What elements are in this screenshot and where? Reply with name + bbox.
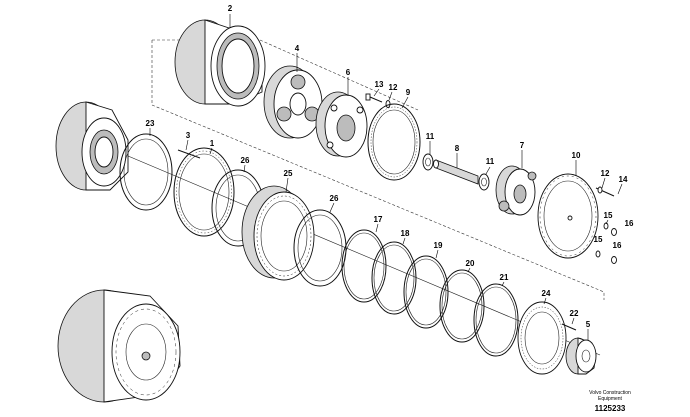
callout-16-lower: 16 — [613, 241, 622, 250]
callout-21: 21 — [500, 273, 509, 282]
part-21-ring — [473, 283, 519, 357]
part-15-16-fittings — [595, 222, 617, 264]
callout-12: 12 — [389, 83, 398, 92]
callout-26-left: 26 — [241, 156, 250, 165]
callout-7: 7 — [520, 141, 525, 150]
part-12-washer — [385, 100, 391, 108]
callout-12-right: 12 — [601, 169, 610, 178]
part-17-ring — [341, 229, 387, 303]
part-18-ring — [371, 241, 417, 315]
part-19-ring — [403, 255, 449, 329]
callout-1: 1 — [210, 139, 215, 148]
callout-16-upper: 16 — [625, 219, 634, 228]
callout-11-left: 11 — [426, 132, 435, 141]
part-23-seal-ring — [119, 133, 173, 211]
callout-6: 6 — [346, 68, 351, 77]
part-11-gear-right — [478, 173, 490, 191]
callout-18: 18 — [401, 229, 410, 238]
callout-9: 9 — [406, 88, 411, 97]
callout-8: 8 — [455, 144, 460, 153]
part-11-gear-left — [422, 153, 434, 171]
callout-10: 10 — [572, 151, 581, 160]
part-5-sun-gear — [565, 337, 597, 375]
callout-17: 17 — [374, 215, 383, 224]
part-10-cover — [537, 173, 599, 259]
callout-26-right: 26 — [330, 194, 339, 203]
assembled-final-drive — [57, 289, 181, 403]
part-4-planet-carrier — [263, 65, 323, 139]
callout-15-upper: 15 — [604, 211, 613, 220]
drawing-number: 1125233 — [594, 404, 626, 413]
part-12-14-bolt-right — [595, 186, 615, 197]
part-26-seal-right — [293, 209, 347, 287]
part-22-pin — [561, 323, 577, 331]
callout-22: 22 — [570, 309, 579, 318]
part-24-bearing — [517, 301, 567, 375]
part-1-bearing — [173, 147, 235, 237]
part-8-shaft — [433, 159, 479, 185]
part-6-gear-carrier — [315, 91, 368, 158]
assembly-outline — [151, 39, 605, 300]
leader-lines — [149, 14, 623, 340]
callout-15-lower: 15 — [594, 235, 603, 244]
callout-20: 20 — [466, 259, 475, 268]
callout-14: 14 — [619, 175, 628, 184]
callout-25: 25 — [284, 169, 293, 178]
callout-4: 4 — [295, 44, 300, 53]
callout-5: 5 — [586, 320, 591, 329]
callout-2: 2 — [228, 4, 233, 13]
callout-13: 13 — [375, 80, 384, 89]
part-7-carrier — [495, 165, 537, 216]
part-25-bearing — [241, 185, 315, 281]
callout-19: 19 — [434, 241, 443, 250]
company-caption: Volvo Construction Equipment — [589, 390, 631, 402]
part-2-ring-gear — [174, 19, 266, 107]
callout-23: 23 — [146, 119, 155, 128]
part-9-toothed-ring — [367, 103, 421, 181]
part-20-ring — [439, 269, 485, 343]
callout-3: 3 — [186, 131, 191, 140]
callout-11-right: 11 — [486, 157, 495, 166]
part-13-bolt — [365, 93, 383, 103]
hub-housing — [55, 101, 129, 191]
callout-24: 24 — [542, 289, 551, 298]
callout-labels: 2 4 6 13 12 9 23 3 1 26 11 8 7 10 25 26 … — [146, 4, 634, 329]
